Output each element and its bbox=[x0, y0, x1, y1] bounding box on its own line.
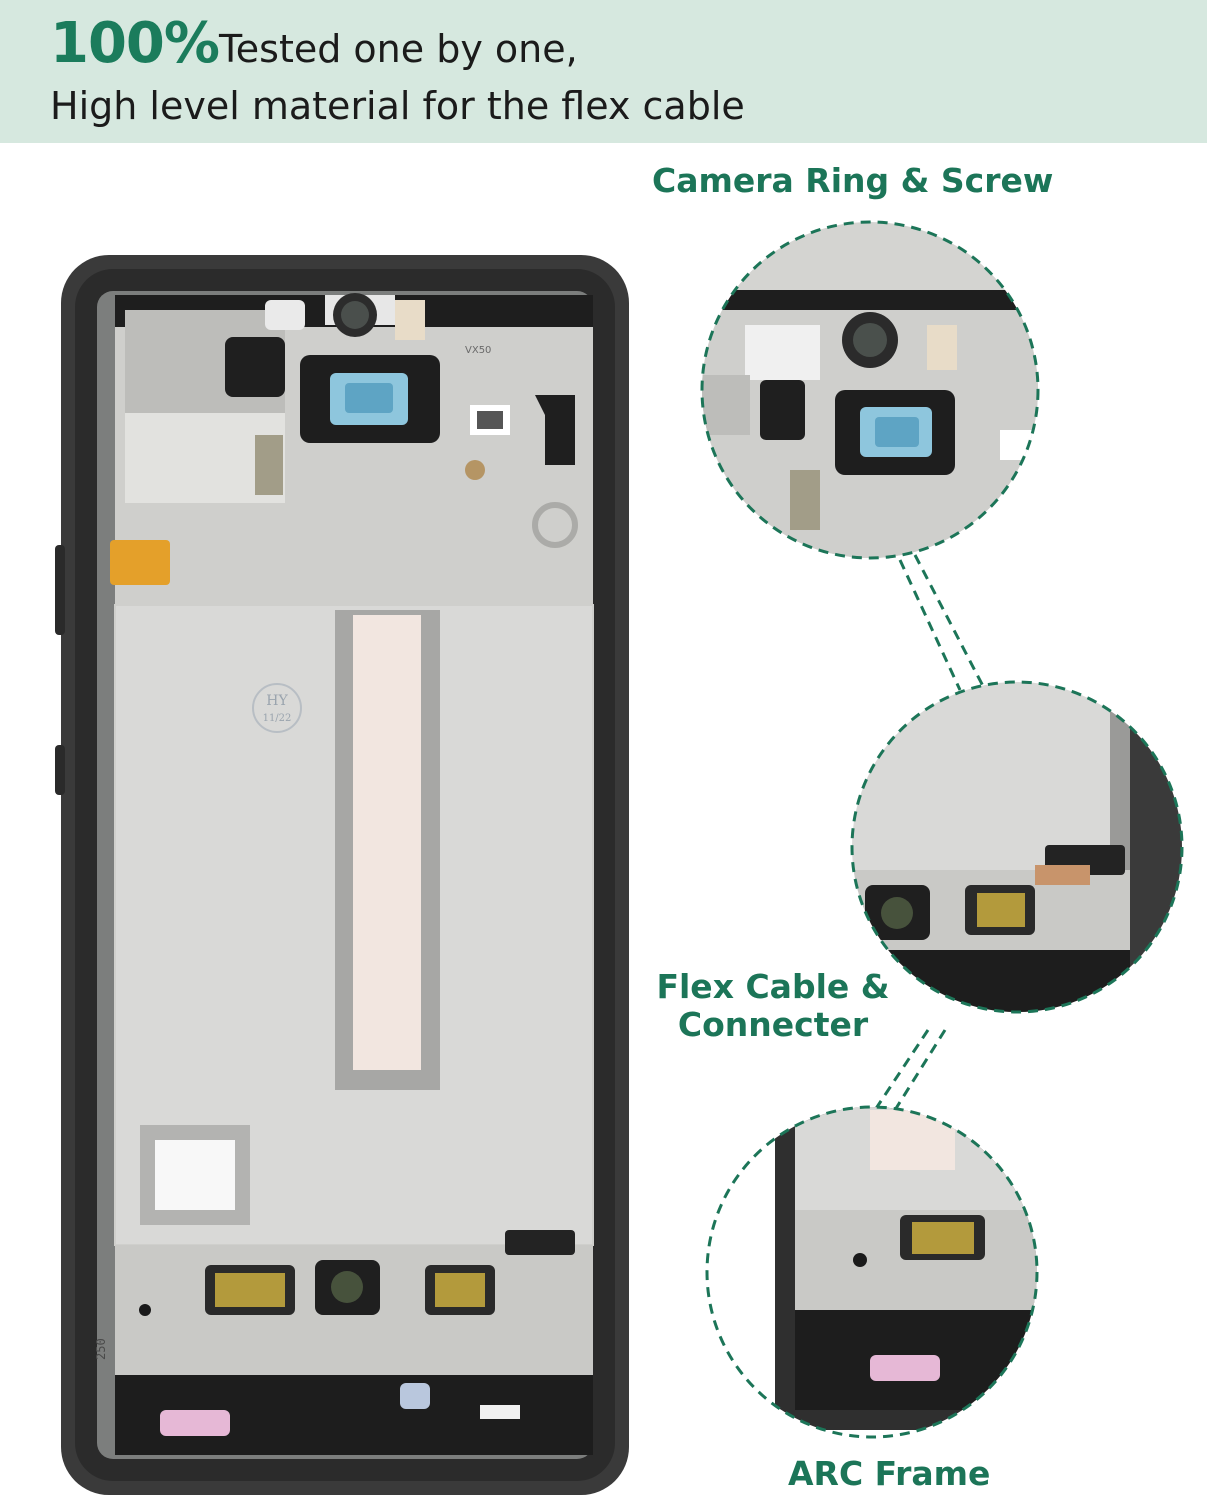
camera-ring-label: Camera Ring & Screw bbox=[652, 161, 1054, 200]
flex-cable-label-line-2: Connecter bbox=[677, 1005, 869, 1044]
arc-frame-label: ARC Frame bbox=[788, 1454, 991, 1493]
bottom-code: 250 bbox=[94, 1338, 108, 1360]
model-code: VX50 bbox=[465, 345, 491, 356]
flex-cable-label-line-1: Flex Cable & bbox=[656, 967, 890, 1006]
headline-percent: 100% bbox=[50, 11, 220, 76]
stamp-line-2: 11/22 bbox=[263, 713, 292, 724]
headline-line-2: High level material for the flex cable bbox=[50, 84, 745, 128]
headline-line-1: 100%Tested one by one, bbox=[50, 12, 578, 81]
flex-cable-zoom-circle bbox=[850, 680, 1184, 1014]
arc-frame-zoom-circle bbox=[705, 1105, 1039, 1439]
headline-tested-text: Tested one by one, bbox=[219, 27, 578, 71]
flex-cable-label: Flex Cable & Connecter bbox=[643, 968, 903, 1044]
camera-ring-zoom-circle bbox=[700, 220, 1040, 560]
stamp-line-1: HY bbox=[266, 693, 288, 709]
phone-lcd-assembly: HY 11/22 VX50 250 bbox=[55, 255, 629, 1495]
header-banner: 100%Tested one by one, High level materi… bbox=[0, 0, 1207, 143]
